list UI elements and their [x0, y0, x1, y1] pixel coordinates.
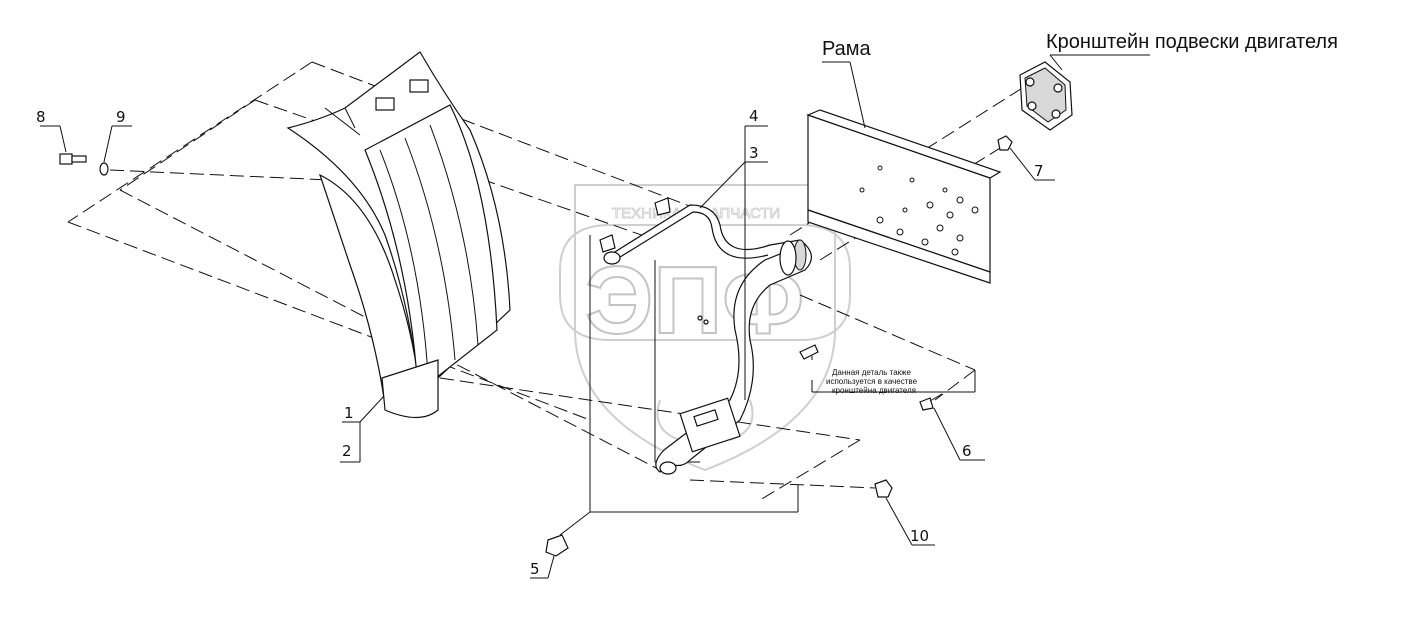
part-number-9: 9 [116, 108, 126, 126]
stud-note [799, 344, 819, 360]
fender-part [286, 51, 511, 419]
part-number-4: 4 [749, 107, 759, 125]
exhaust-tube-part [599, 197, 812, 475]
note-line-2: используется в качестве [826, 377, 918, 386]
callout-leaders [822, 54, 1150, 129]
frame-part [806, 109, 1002, 284]
note-line-3: кронштейна двигателя [832, 386, 916, 395]
note-line-1: Данная деталь также [832, 368, 912, 377]
part-number-6: 6 [962, 442, 972, 460]
nut-7 [997, 135, 1013, 151]
bolt-8 [59, 153, 87, 165]
part-number-5: 5 [530, 560, 540, 578]
engine-bracket-callout: Кронштейн подвески двигателя [1046, 31, 1338, 53]
assembly-lines [67, 61, 1036, 536]
leader-lines [40, 125, 1055, 579]
part-number-8: 8 [36, 108, 46, 126]
bolt-6 [919, 393, 943, 411]
plug-5 [545, 534, 569, 557]
hardware-parts [59, 135, 1013, 557]
engine-bracket-part [1019, 61, 1073, 131]
part-number-1: 1 [344, 404, 354, 422]
nut-10 [874, 479, 893, 498]
part-number-7: 7 [1034, 162, 1044, 180]
part-number-3: 3 [749, 144, 759, 162]
part-number-10: 10 [910, 527, 929, 545]
part-number-2: 2 [342, 442, 352, 460]
frame-callout: Рама [822, 38, 872, 60]
washer-9 [99, 162, 109, 176]
frame-holes [859, 165, 979, 256]
